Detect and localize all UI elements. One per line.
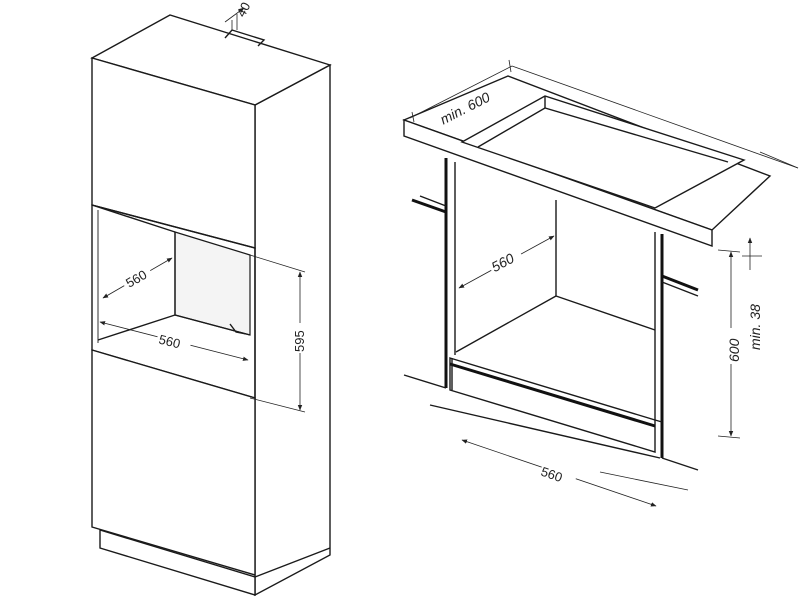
dim-width-label: 560 [539, 464, 564, 485]
dim-niche-height: 595 [249, 254, 308, 413]
dim-width: 560 [461, 439, 689, 507]
dim-height: 600 [717, 249, 742, 439]
dim-niche-width-label: 560 [157, 332, 182, 352]
dim-top-cutout: 40 [224, 0, 253, 30]
dim-inner-depth: 560 [458, 235, 555, 289]
dim-gap: min. 38 [742, 237, 763, 350]
dim-gap-label: min. 38 [747, 304, 763, 350]
dim-niche-height-label: 595 [292, 330, 307, 352]
lower-door [91, 349, 256, 576]
undercounter-installation: min. 600 560 min. 38 600 56 [402, 59, 799, 507]
top-cutout-notch [224, 29, 266, 47]
cabinet-plinth [99, 529, 256, 596]
oven-niche-back [174, 231, 251, 336]
tall-cabinet: 40 560 560 595 [90, 0, 332, 597]
countertop-front-edge [403, 119, 713, 247]
dim-niche-depth: 560 [102, 257, 173, 299]
countertop-cutout [460, 95, 746, 209]
dim-top-cutout-label: 40 [233, 0, 253, 19]
dim-height-label: 600 [726, 338, 742, 362]
dim-niche-width: 560 [99, 321, 249, 361]
